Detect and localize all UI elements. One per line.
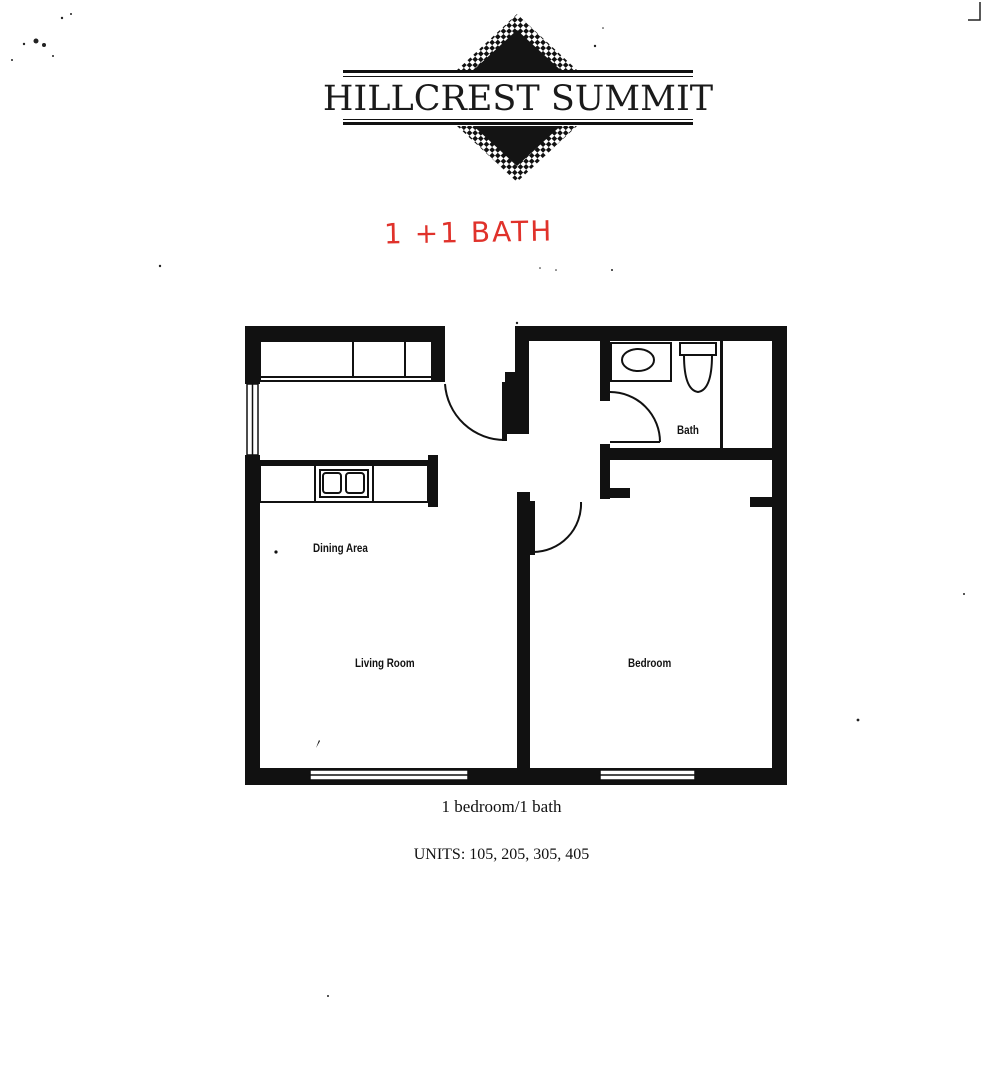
room-label-living-room: Living Room <box>355 656 415 670</box>
room-label-bedroom: Bedroom <box>628 656 672 670</box>
floor-plan-drawing <box>245 326 787 785</box>
bathroom-sink <box>610 342 672 382</box>
wall-entry-right-upper <box>515 326 529 434</box>
wall-center <box>517 492 530 768</box>
wall-kitchen-end <box>428 455 438 507</box>
wall-right <box>772 326 787 785</box>
kitchen-upper-counter <box>259 340 433 382</box>
bedroom-door <box>529 501 583 555</box>
wall-bath-divider <box>720 341 723 449</box>
bath-door <box>609 391 661 443</box>
room-label-dining-area: Dining Area <box>313 541 368 555</box>
layout-caption: 1 bedroom/1 bath <box>441 797 562 816</box>
wall-top-left <box>245 326 445 341</box>
units-caption: UNITS: 105, 205, 305, 405 <box>413 846 590 863</box>
window-bottom-bedroom <box>599 769 696 781</box>
kitchen-sink <box>319 469 369 498</box>
wall-left-lower <box>245 455 260 785</box>
wall-left-upper <box>245 326 260 384</box>
kitchen-lower-counter <box>259 464 429 503</box>
logo-rule-top <box>343 70 693 73</box>
logo-wordmark: HILLCREST SUMMIT <box>322 79 714 119</box>
toilet <box>679 342 717 394</box>
room-label-bath: Bath <box>677 423 699 437</box>
logo-text-band <box>340 70 696 126</box>
logo-rule-bottom <box>343 122 693 125</box>
entry-door <box>444 382 507 442</box>
wall-bath-left-lower <box>600 444 610 499</box>
window-bottom-living <box>309 769 469 781</box>
wall-entry-left <box>431 326 445 382</box>
wall-bath-left-upper <box>600 341 610 401</box>
logo-diamond-graphic <box>340 14 696 182</box>
wall-top-right <box>517 326 787 341</box>
wall-bath-bottom <box>600 448 772 460</box>
wall-bedroom-stub <box>750 497 772 507</box>
window-left <box>246 383 259 456</box>
